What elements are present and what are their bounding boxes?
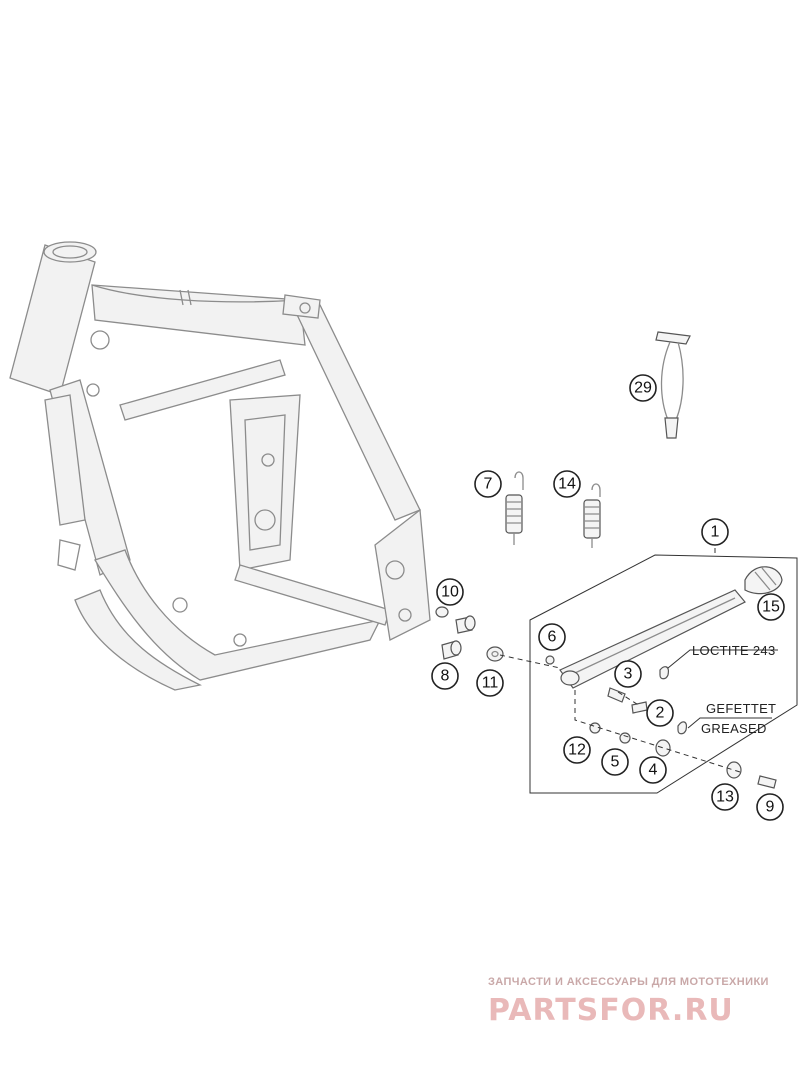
spring-14: [583, 483, 601, 548]
callout-8: 8: [431, 662, 459, 690]
watermark-logo: PARTSFOR.RU: [488, 993, 734, 1028]
side-stand: [559, 589, 746, 689]
callout-6: 6: [538, 623, 566, 651]
svg-text:5: 5: [611, 754, 620, 771]
callout-2: 2: [646, 699, 674, 727]
callout-4: 4: [639, 756, 667, 784]
svg-text:2: 2: [656, 705, 665, 722]
callout-1: 1: [701, 518, 729, 546]
small-parts: [435, 606, 777, 789]
spring-7: [505, 471, 524, 545]
foot-pad: [744, 566, 783, 595]
svg-text:14: 14: [558, 476, 576, 493]
callout-10: 10: [436, 578, 464, 606]
svg-text:9: 9: [766, 799, 775, 816]
callout-5: 5: [601, 748, 629, 776]
svg-text:8: 8: [441, 668, 450, 685]
callout-7: 7: [474, 470, 502, 498]
svg-text:15: 15: [762, 599, 780, 616]
side-stand-box: [529, 554, 798, 794]
svg-text:13: 13: [716, 789, 734, 806]
motorcycle-frame: [9, 241, 431, 691]
svg-text:29: 29: [634, 380, 652, 397]
watermark-tagline: ЗАПЧАСТИ И АКСЕССУАРЫ ДЛЯ МОТОТЕХНИКИ: [488, 976, 769, 988]
svg-text:1: 1: [711, 524, 720, 541]
callout-14: 14: [553, 470, 581, 498]
note-greased-de: GEFETTET: [706, 701, 776, 716]
note-greased-en: GREASED: [701, 721, 767, 736]
leader-lines: [667, 548, 778, 729]
svg-text:10: 10: [441, 584, 459, 601]
svg-text:7: 7: [484, 476, 493, 493]
callout-29: 29: [629, 374, 657, 402]
callout-15: 15: [757, 593, 785, 621]
callout-13: 13: [711, 783, 739, 811]
callout-9: 9: [756, 793, 784, 821]
svg-text:4: 4: [649, 762, 658, 779]
svg-text:11: 11: [482, 675, 499, 692]
callout-12: 12: [563, 736, 591, 764]
note-loctite: LOCTITE 243: [692, 643, 776, 658]
svg-text:12: 12: [568, 742, 586, 759]
svg-text:6: 6: [548, 629, 557, 646]
assembly-lines: [499, 654, 741, 773]
callout-3: 3: [614, 660, 642, 688]
tool: [655, 331, 691, 439]
svg-text:3: 3: [624, 666, 633, 683]
callout-11: 11: [476, 669, 504, 697]
